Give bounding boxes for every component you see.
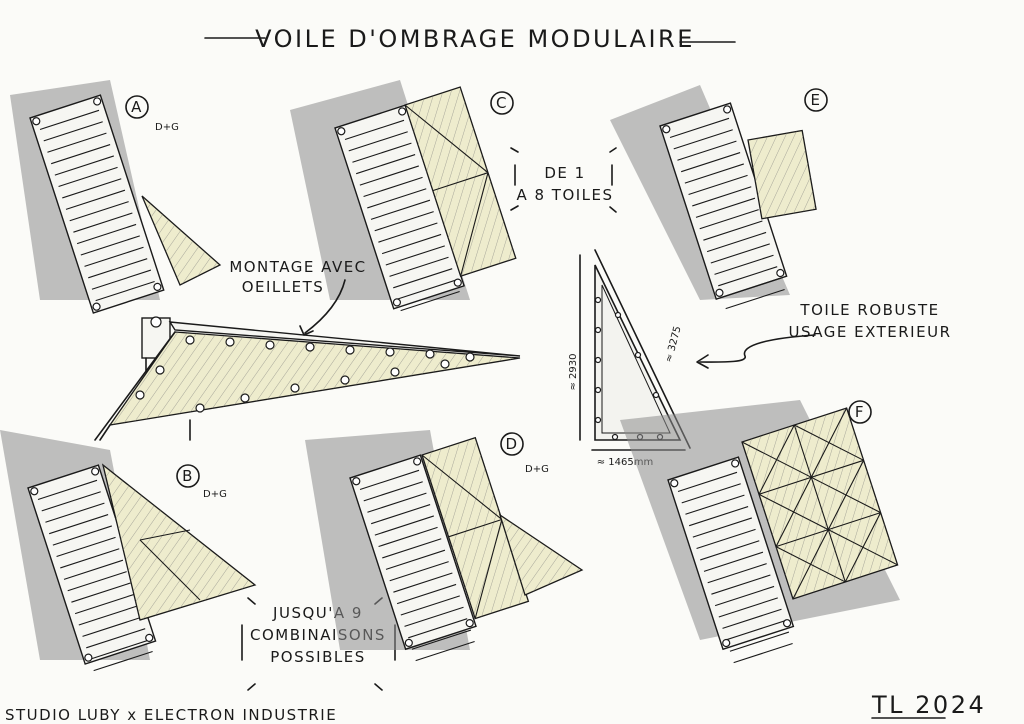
combi-line-3: POSSIBLES (270, 648, 365, 666)
config-b-letter: B (182, 467, 194, 485)
toile-line-2: USAGE EXTERIEUR (788, 323, 951, 341)
config-c-circle (490, 91, 514, 115)
montage-arrow (304, 279, 346, 334)
config-d-letter: D (505, 435, 518, 453)
montage-arrowhead (299, 325, 314, 336)
config-f-letter: F (855, 403, 865, 421)
dim-hypotenuse: ≈ 3275 (663, 325, 683, 364)
config-a-letter: A (131, 98, 143, 116)
config-f-circle (848, 400, 872, 424)
shade-sail-perspective (94, 316, 521, 441)
footer-credit: STUDIO LUBY x ELECTRON INDUSTRIE (5, 706, 337, 724)
toile-line-1: TOILE ROBUSTE (799, 301, 939, 319)
config-d-drawing (305, 430, 584, 662)
config-a-drawing (10, 80, 222, 314)
sheet-title: VOILE D'OMBRAGE MODULAIRE (255, 25, 695, 53)
config-e-circle (804, 88, 828, 112)
montage-line-2: OEILLETS (242, 278, 325, 296)
config-b-note: D+G (203, 489, 227, 500)
config-b-drawing (0, 430, 257, 672)
toile-arrowhead (696, 354, 709, 369)
montage-line-1: MONTAGE AVEC (229, 258, 366, 276)
toiles-line-2: A 8 TOILES (516, 186, 613, 204)
config-f-drawing (620, 400, 900, 664)
config-c-drawing (290, 80, 517, 312)
config-e-drawing (610, 85, 817, 310)
toile-arrow (699, 334, 816, 363)
config-a-circle (125, 95, 149, 119)
toiles-callout: DE 1 A 8 TOILES (510, 147, 617, 213)
footer-signature: TL 2024 (871, 691, 986, 719)
config-e-letter: E (811, 91, 822, 109)
config-d-note: D+G (525, 464, 549, 475)
dim-base: ≈ 1465mm (597, 457, 654, 468)
dim-height: ≈ 2930 (568, 353, 579, 390)
config-d-circle (500, 432, 524, 456)
config-b-circle (176, 464, 200, 488)
toiles-line-1: DE 1 (544, 164, 585, 182)
config-a-note: D+G (155, 122, 179, 133)
config-c-letter: C (496, 94, 508, 112)
